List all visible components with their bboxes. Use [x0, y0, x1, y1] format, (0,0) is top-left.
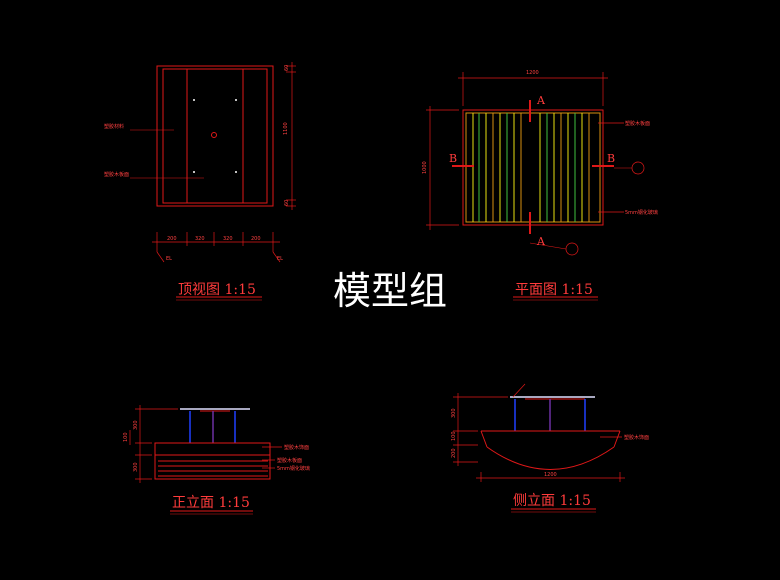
top-callout-2: 塑胶木板面	[104, 171, 129, 178]
plan-view-title: 平面图 1:15	[515, 282, 593, 298]
front-posts	[189, 411, 236, 443]
top-view-outline	[156, 65, 274, 207]
front-dim-left-3: 300	[133, 462, 139, 472]
plan-view	[426, 72, 645, 301]
side-dim-bottom: 1200	[544, 472, 557, 478]
front-callout-2: 塑胶木板面	[277, 457, 302, 464]
top-level-mark-left: EL	[166, 256, 172, 262]
plan-section-b-left: B	[449, 152, 457, 165]
side-elevation-title: 侧立面 1:15	[513, 493, 591, 509]
side-dim-left-3: 200	[451, 448, 457, 458]
side-elevation	[453, 383, 625, 513]
plan-section-marks	[452, 100, 645, 256]
top-view	[130, 62, 296, 301]
top-view-bolts	[193, 99, 237, 173]
top-view-right-panel	[242, 68, 268, 204]
plan-section-a-top: A	[536, 94, 546, 107]
plan-section-a-bottom: A	[536, 235, 546, 248]
top-view-title: 顶视图 1:15	[178, 282, 256, 298]
front-elevation	[129, 405, 282, 515]
watermark: 模型组	[333, 269, 447, 313]
top-callout-1: 塑胶材料	[104, 123, 124, 130]
top-view-center-mark	[211, 132, 217, 138]
front-callout-3: 5mm钢化玻璃	[277, 465, 310, 472]
front-callout-1: 塑胶木饰面	[284, 444, 309, 451]
side-callout-1: 塑胶木饰面	[624, 434, 649, 441]
top-dim-bottom-1: 200	[167, 236, 177, 242]
plan-callout-2: 5mm钢化玻璃	[625, 209, 658, 216]
side-dim-left-2: 100	[451, 431, 457, 441]
front-dim-left-2: 100	[123, 432, 129, 442]
top-dim-right-top: 60	[284, 65, 290, 71]
plan-dim-top: 1200	[526, 70, 539, 76]
plan-dim-left: 1000	[422, 161, 428, 174]
front-base	[154, 442, 271, 480]
plan-section-b-right: B	[607, 152, 615, 165]
plan-wood-slats	[472, 113, 590, 222]
plan-inner	[465, 112, 601, 223]
plan-callout-1: 塑胶木板面	[625, 120, 650, 127]
top-dim-bottom-3: 320	[223, 236, 233, 242]
top-level-mark-right: EL	[277, 256, 283, 262]
side-dim-left-1: 300	[451, 408, 457, 418]
front-dim-left-1: 300	[133, 420, 139, 430]
top-dim-right-bot: 60	[284, 200, 290, 206]
top-dim-right: 1100	[283, 122, 289, 135]
top-dim-bottom-4: 200	[251, 236, 261, 242]
plan-outline	[462, 109, 604, 226]
side-arc-base	[486, 446, 615, 470]
front-elevation-title: 正立面 1:15	[172, 495, 250, 511]
top-view-left-panel	[162, 68, 188, 204]
top-dim-bottom-2: 320	[195, 236, 205, 242]
